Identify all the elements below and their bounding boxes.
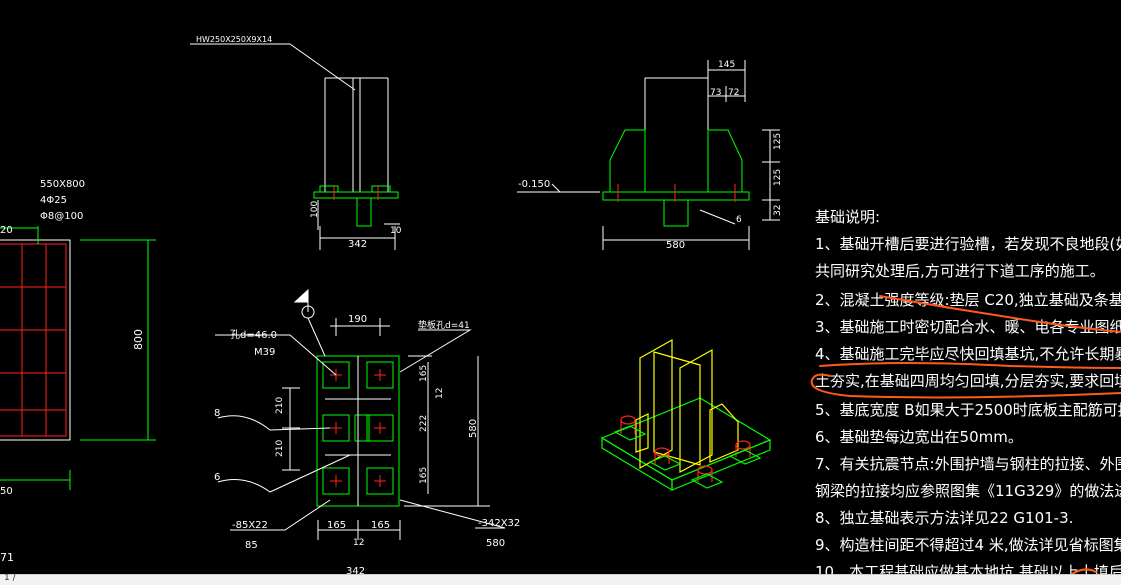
label-d342-top: 342 bbox=[348, 239, 367, 250]
notes-line-2: 2、混凝土强度等级:垫层 C20,独立基础及条基 C30 bbox=[815, 291, 1121, 309]
label-d100: 100 bbox=[310, 201, 320, 218]
label-col-4phi25: 4Φ25 bbox=[40, 195, 67, 206]
label-washer-d41: 垫板孔d=41 bbox=[418, 319, 470, 331]
label-d190: 190 bbox=[348, 314, 367, 325]
label-d10: 10 bbox=[390, 226, 402, 236]
notes-line-6: 6、基础垫每边宽出在50mm。 bbox=[815, 428, 1023, 446]
label-m39: M39 bbox=[254, 347, 275, 358]
notes-line-4b: 土夯实,在基础四周均匀回填,分层夯实,要求回填土干容 bbox=[815, 372, 1121, 390]
label-d125b: 125 bbox=[773, 169, 783, 186]
status-page-indicator: 1 / bbox=[4, 573, 16, 583]
label-d8: 8 bbox=[214, 408, 220, 419]
notes-line-7: 7、有关抗震节点:外围护墙与钢柱的拉接、外围护墙圈梁 bbox=[815, 455, 1121, 473]
label-col-20: 20 bbox=[0, 225, 13, 236]
column-base-side-elevation bbox=[517, 60, 780, 250]
label-minus342x32: -342X32 bbox=[478, 518, 520, 529]
label-d165b: 165 bbox=[419, 467, 429, 484]
label-minus-0150: -0.150 bbox=[518, 179, 550, 190]
label-d222: 222 bbox=[419, 415, 429, 432]
column-base-elevation bbox=[190, 43, 400, 250]
label-d165c: 165 bbox=[327, 520, 346, 531]
label-d165a: 165 bbox=[419, 365, 429, 382]
label-d210a: 210 bbox=[275, 397, 285, 414]
label-col-71: 71 bbox=[0, 551, 14, 564]
notes-line-4: 4、基础施工完毕应尽快回填基坑,不允许长期暴露,基坑 bbox=[815, 345, 1121, 363]
notes-line-9: 9、构造柱间距不得超过4 米,做法详见省标图集《11G3 bbox=[815, 536, 1121, 554]
label-d580-top: 580 bbox=[666, 240, 685, 251]
label-d85: 85 bbox=[245, 540, 258, 551]
notes-line-8: 8、独立基础表示方法详见22 G101-3. bbox=[815, 509, 1073, 527]
label-d6: 6 bbox=[736, 215, 742, 225]
label-d12: 12 bbox=[435, 388, 445, 399]
label-d165d: 165 bbox=[371, 520, 390, 531]
markup-annotations bbox=[810, 295, 1121, 574]
notes-line-10: 10、本工程基础应做基本地坑,基础以上土填后方应立 bbox=[815, 563, 1121, 574]
column-section bbox=[0, 226, 156, 490]
label-d210b: 210 bbox=[275, 440, 285, 457]
base-plate-plan bbox=[215, 288, 506, 540]
label-hole-d460: 孔d=46.0 bbox=[230, 329, 277, 341]
label-hw-section: HW250X250X9X14 bbox=[196, 35, 272, 44]
notes-title: 基础说明: bbox=[815, 208, 880, 226]
foundation-notes: 基础说明: 1、基础开槽后要进行验槽，若发现不良地段(如枯井、古 共同研究处理后… bbox=[815, 208, 1121, 574]
label-d6b: 6 bbox=[214, 472, 220, 483]
label-d580-bot: 580 bbox=[486, 538, 505, 549]
label-d145: 145 bbox=[718, 60, 735, 70]
label-col-550x800: 550X800 bbox=[40, 179, 85, 190]
label-d32: 32 bbox=[773, 205, 783, 216]
label-d72: 72 bbox=[728, 88, 739, 98]
notes-line-1: 1、基础开槽后要进行验槽，若发现不良地段(如枯井、古 bbox=[815, 235, 1121, 253]
label-d580-right: 580 bbox=[468, 419, 479, 438]
label-col-50: 50 bbox=[0, 486, 13, 497]
notes-line-7b: 钢梁的拉接均应参照图集《11G329》的做法进行施工。 bbox=[815, 482, 1121, 500]
notes-line-5: 5、基底宽度 B如果大于2500时底板主配筋可按 0.9 bbox=[815, 401, 1121, 419]
label-d12b: 12 bbox=[353, 538, 364, 548]
label-col-phi8: Φ8@100 bbox=[40, 211, 83, 222]
label-d125a: 125 bbox=[773, 133, 783, 150]
label-d342-bot: 342 bbox=[346, 566, 365, 574]
label-col-800: 800 bbox=[132, 329, 145, 350]
isometric-base-view bbox=[600, 338, 772, 492]
label-d73: 73 bbox=[710, 88, 721, 98]
status-bar: 1 / bbox=[0, 573, 1121, 585]
label-minus85x22: -85X22 bbox=[232, 520, 268, 531]
notes-line-1b: 共同研究处理后,方可进行下道工序的施工。 bbox=[815, 262, 1105, 280]
